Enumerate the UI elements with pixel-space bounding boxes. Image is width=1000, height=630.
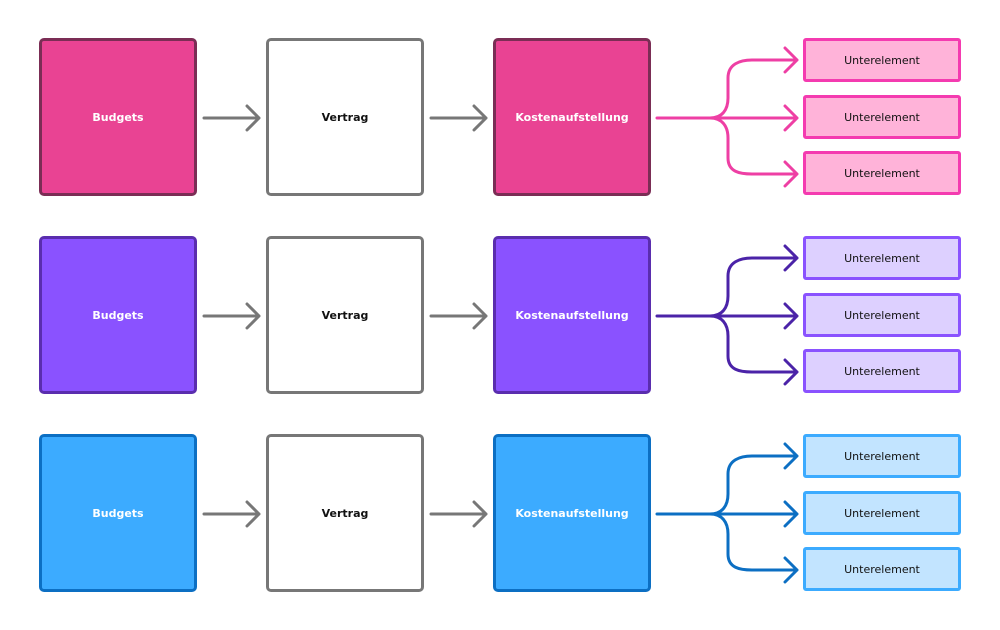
- subelement-node: Unterelement: [803, 236, 961, 280]
- contract-node: Vertrag: [266, 38, 424, 196]
- cost-breakdown-node: Kostenaufstellung: [493, 38, 651, 196]
- branch-arrows: [655, 442, 799, 584]
- arrow-contract-to-cost: [429, 104, 488, 132]
- subelement-node: Unterelement: [803, 38, 961, 82]
- subelement-node: Unterelement: [803, 151, 961, 195]
- subelement-node: Unterelement: [803, 491, 961, 535]
- budgets-node: Budgets: [39, 434, 197, 592]
- arrow-budgets-to-contract: [202, 302, 261, 330]
- flow-row-2: Budgets Vertrag Kostenaufstellung Untere…: [0, 236, 1000, 396]
- subelement-node: Unterelement: [803, 547, 961, 591]
- flow-row-1: Budgets Vertrag Kostenaufstellung Untere…: [0, 38, 1000, 198]
- flow-row-3: Budgets Vertrag Kostenaufstellung Untere…: [0, 434, 1000, 594]
- branch-arrows: [655, 46, 799, 188]
- subelement-node: Unterelement: [803, 434, 961, 478]
- arrow-budgets-to-contract: [202, 500, 261, 528]
- budgets-node: Budgets: [39, 236, 197, 394]
- subelement-node: Unterelement: [803, 95, 961, 139]
- branch-arrows: [655, 244, 799, 386]
- subelement-node: Unterelement: [803, 349, 961, 393]
- arrow-contract-to-cost: [429, 302, 488, 330]
- contract-node: Vertrag: [266, 236, 424, 394]
- connectors: [202, 46, 799, 188]
- cost-breakdown-node: Kostenaufstellung: [493, 434, 651, 592]
- connectors: [202, 244, 799, 386]
- subelement-node: Unterelement: [803, 293, 961, 337]
- arrow-budgets-to-contract: [202, 104, 261, 132]
- contract-node: Vertrag: [266, 434, 424, 592]
- connectors: [202, 442, 799, 584]
- cost-breakdown-node: Kostenaufstellung: [493, 236, 651, 394]
- arrow-contract-to-cost: [429, 500, 488, 528]
- budgets-node: Budgets: [39, 38, 197, 196]
